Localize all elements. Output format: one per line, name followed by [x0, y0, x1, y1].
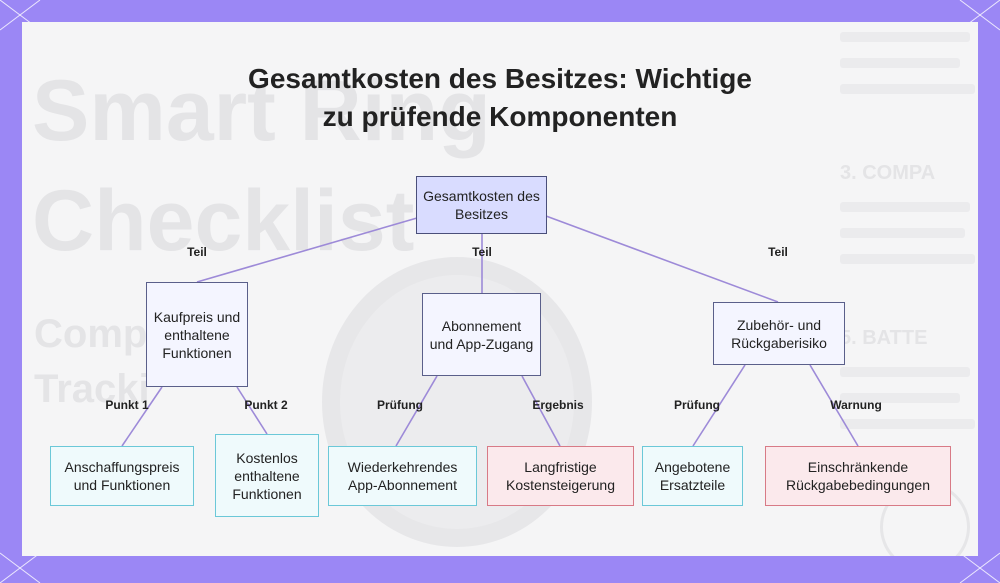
- bg-text-line: [840, 367, 970, 377]
- bg-text-line: [840, 228, 965, 238]
- bg-text-line: [840, 419, 975, 429]
- edge-label-pruefung-mid: Prüfung: [377, 398, 423, 412]
- bg-heading-2: Checklist: [32, 173, 415, 269]
- node-recurring-subscription: Wiederkehrendes App-Abonnement: [328, 446, 477, 506]
- bg-text-line: [840, 393, 960, 403]
- edge-label-punkt-1: Punkt 1: [105, 398, 149, 412]
- bg-text-line: [840, 84, 975, 94]
- node-long-term-cost: Langfristige Kostensteigerung: [487, 446, 634, 506]
- bg-text-line: [840, 202, 970, 212]
- edge-sub-recurring: [395, 375, 438, 447]
- title-line-1: Gesamtkosten des Besitzes: Wichtige: [248, 63, 752, 94]
- edge-purchase-free: [236, 386, 268, 435]
- edge-acc-spare: [692, 364, 746, 447]
- bg-heading-1: Smart Ring: [32, 63, 491, 159]
- node-acquisition-price: Anschaffungspreis und Funktionen: [50, 446, 194, 506]
- edge-root-accessories: [545, 215, 779, 303]
- edge-acc-return: [809, 364, 859, 447]
- edge-label-teil-right: Teil: [768, 245, 788, 259]
- title-line-2: zu prüfende Komponenten: [322, 101, 678, 132]
- edge-label-pruefung-right: Prüfung: [674, 398, 720, 412]
- bg-text-line: [840, 32, 970, 42]
- node-spare-parts: Angebotene Ersatzteile: [642, 446, 743, 506]
- node-free-features: Kostenlos enthaltene Funktionen: [215, 434, 319, 517]
- edge-label-punkt-2: Punkt 2: [244, 398, 288, 412]
- edge-label-ergebnis: Ergebnis: [532, 398, 584, 412]
- bg-section-heading-1: 3. COMPA: [840, 162, 936, 184]
- bg-section-heading-2: 5. BATTE: [840, 327, 928, 349]
- bg-subheading-2: Tracki: [34, 367, 150, 411]
- edge-purchase-acquisition: [121, 386, 163, 447]
- node-return-terms: Einschränkende Rückgabebedingungen: [765, 446, 951, 506]
- bg-text-line: [840, 58, 960, 68]
- edge-root-purchase: [196, 217, 418, 283]
- edge-label-teil-left: Teil: [187, 245, 207, 259]
- bg-text-line: [840, 254, 975, 264]
- node-total-cost: Gesamtkosten des Besitzes: [416, 176, 547, 234]
- edge-sub-longterm: [521, 375, 561, 447]
- edge-label-teil-mid: Teil: [472, 245, 492, 259]
- diagram-title: Gesamtkosten des Besitzes: Wichtige zu p…: [0, 60, 1000, 136]
- node-purchase-price: Kaufpreis und enthaltene Funktionen: [146, 282, 248, 387]
- node-subscription: Abonnement und App-Zugang: [422, 293, 541, 376]
- edge-label-warnung: Warnung: [830, 398, 882, 412]
- node-accessories-return-risk: Zubehör- und Rückgaberisiko: [713, 302, 845, 365]
